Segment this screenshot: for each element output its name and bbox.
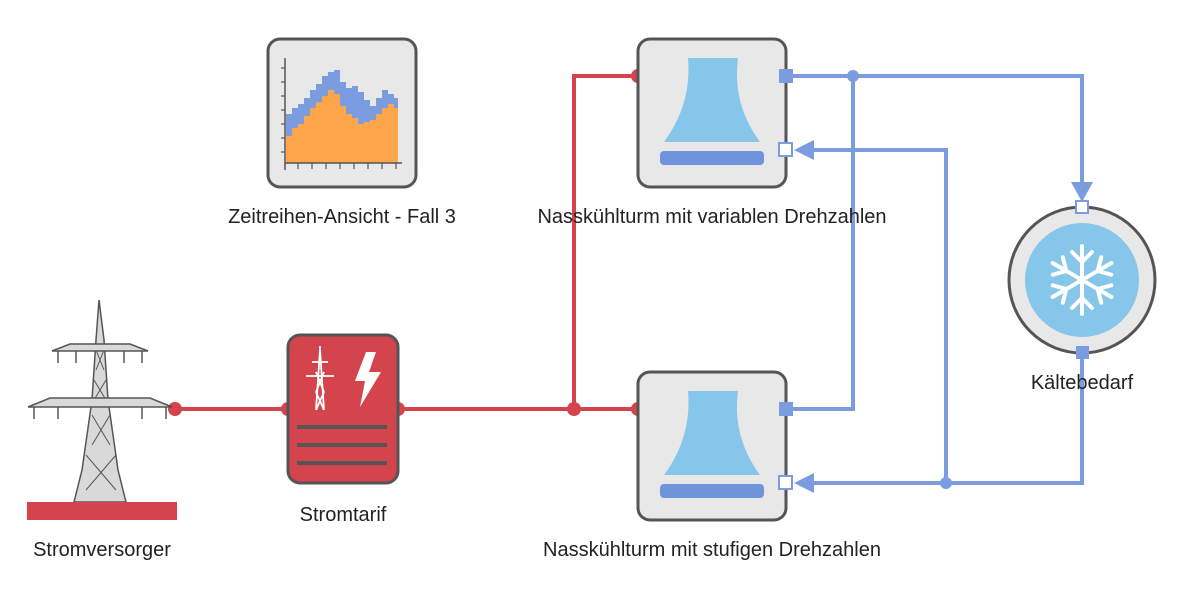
- tower-staged-supply-port[interactable]: [779, 402, 793, 416]
- tower-variable-return-port[interactable]: [778, 142, 793, 157]
- tower-variable-label: Nasskühlturm mit variablen Drehzahlen: [537, 206, 886, 228]
- power-line-to-variable-tower[interactable]: [572, 74, 638, 409]
- timeseries-label: Zeitreihen-Ansicht - Fall 3: [228, 206, 456, 228]
- cooling-demand-label: Kältebedarf: [1031, 372, 1134, 394]
- supply-line-variable-to-demand[interactable]: [786, 74, 1084, 190]
- cooling-tower-icon: [660, 391, 764, 498]
- supply-junction: [847, 70, 859, 82]
- return-line-branch-to-variable[interactable]: [808, 148, 948, 483]
- return-line-demand-to-staged[interactable]: [808, 352, 1084, 485]
- arrow-into-variable-tower: [794, 140, 814, 160]
- tower-variable-node[interactable]: Nasskühlturm mit variablen Drehzahlen: [537, 37, 887, 228]
- water-arrows: [794, 140, 1093, 493]
- snowflake-icon: [1050, 244, 1114, 316]
- cooling-tower-icon: [660, 58, 764, 165]
- tariff-label: Stromtarif: [300, 504, 387, 526]
- power-supplier-label: Stromversorger: [33, 539, 171, 561]
- supply-line-staged-to-main[interactable]: [786, 76, 855, 411]
- cooling-demand-outlet-port[interactable]: [1076, 346, 1089, 359]
- lightning-icon: [355, 352, 381, 407]
- timeseries-node[interactable]: Zeitreihen-Ansicht - Fall 3: [228, 37, 456, 228]
- electric-lines: [175, 74, 638, 411]
- tariff-box[interactable]: [286, 333, 400, 485]
- cooling-demand-inlet-port[interactable]: [1075, 200, 1089, 214]
- tower-staged-basin: [660, 484, 764, 498]
- tower-variable-basin: [660, 151, 764, 165]
- power-supplier-base: [27, 502, 177, 520]
- tariff-node[interactable]: Stromtarif: [286, 333, 400, 526]
- water-junctions: [847, 70, 952, 489]
- arrow-into-staged-tower: [794, 473, 814, 493]
- small-pylon-icon: [306, 346, 334, 411]
- timeseries-icon: [281, 58, 402, 170]
- tower-staged-body: [664, 391, 760, 475]
- return-junction: [940, 477, 952, 489]
- power-supplier-node[interactable]: Stromversorger: [27, 299, 177, 561]
- timeseries-ticks: [281, 67, 397, 169]
- arrow-into-demand: [1071, 182, 1093, 202]
- tower-staged-label: Nasskühlturm mit stufigen Drehzahlen: [543, 539, 881, 561]
- power-port-supplier[interactable]: [168, 402, 182, 416]
- tower-staged-return-port[interactable]: [778, 475, 793, 490]
- tariff-lines: [297, 425, 387, 465]
- timeseries-orange-series: [286, 90, 398, 163]
- tower-staged-node[interactable]: Nasskühlturm mit stufigen Drehzahlen: [543, 370, 881, 561]
- power-junction: [567, 402, 581, 416]
- cooling-demand-node[interactable]: Kältebedarf: [1007, 200, 1157, 394]
- tower-variable-body: [664, 58, 760, 142]
- pylon-icon: [27, 299, 173, 503]
- water-lines: [786, 74, 1084, 485]
- tower-variable-supply-port[interactable]: [779, 69, 793, 83]
